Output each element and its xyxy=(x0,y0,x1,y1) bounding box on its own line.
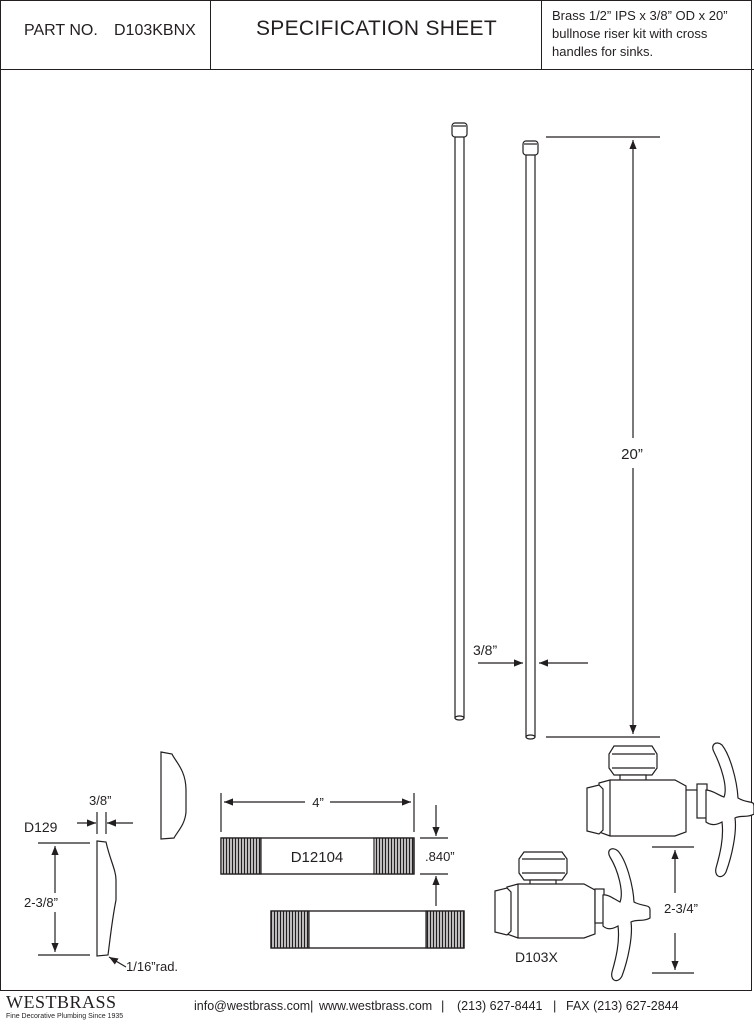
angle-valve-front xyxy=(494,848,651,982)
footer-separator: | xyxy=(553,998,557,1013)
part-number-cell: PART NO. D103KBNX xyxy=(0,0,211,69)
brand-tagline: Fine Decorative Plumbing Since 1935 xyxy=(6,1013,124,1020)
angle-valve-back xyxy=(586,742,754,878)
riser-diameter-label: 3/8” xyxy=(473,642,497,658)
sheet-frame xyxy=(0,0,752,991)
nipple-part-label: D12104 xyxy=(291,849,344,866)
flange-part-label: D129 xyxy=(24,819,58,835)
flange-dimensions xyxy=(38,812,133,968)
part-number-label: PART NO. xyxy=(24,22,98,39)
nipple-top xyxy=(220,837,415,875)
footer-separator: | xyxy=(310,998,314,1013)
website-link[interactable]: www.westbrass.com xyxy=(319,999,433,1013)
description-line-2: bullnose riser kit with cross xyxy=(552,26,708,41)
part-number-value: D103KBNX xyxy=(114,22,196,39)
footer-separator: | xyxy=(441,998,445,1013)
westbrass-logo: WESTBRASS xyxy=(6,992,117,1012)
nipple-dimensions xyxy=(220,793,448,906)
header-table: PART NO. D103KBNX SPECIFICATION SHEET Br… xyxy=(0,0,754,70)
fax-number: FAX (213) 627-2844 xyxy=(566,999,679,1013)
sheet-title: SPECIFICATION SHEET xyxy=(255,17,497,40)
flange-width-label: 3/8” xyxy=(89,793,111,808)
flange-profile xyxy=(96,751,187,957)
nipple-diameter-label: .840” xyxy=(425,849,455,864)
nipple-length-label: 4” xyxy=(312,795,324,810)
riser-tube-front xyxy=(522,140,539,740)
riser-tube-back xyxy=(451,122,468,721)
description-line-1: Brass 1/2” IPS x 3/8” OD x 20” xyxy=(552,8,728,23)
description-cell: Brass 1/2” IPS x 3/8” OD x 20” bullnose … xyxy=(542,0,754,69)
valve-part-label: D103X xyxy=(515,949,558,965)
title-cell: SPECIFICATION SHEET xyxy=(211,0,542,69)
riser-length-dimension xyxy=(546,136,660,738)
nipple-bottom xyxy=(270,910,465,949)
valve-height-dimension xyxy=(652,846,694,974)
riser-length-label: 20” xyxy=(621,446,643,463)
valve-height-label: 2-3/4” xyxy=(664,901,698,916)
flange-height-label: 2-3/8” xyxy=(24,895,58,910)
footer: WESTBRASS Fine Decorative Plumbing Since… xyxy=(0,991,754,1024)
technical-drawing: 20” 3/8” 3/8” D129 2-3/8” 1/16”rad. 4” D… xyxy=(24,122,754,982)
email-link[interactable]: info@westbrass.com xyxy=(194,999,311,1013)
description-line-3: handles for sinks. xyxy=(552,44,654,59)
phone-number: (213) 627-8441 xyxy=(457,999,543,1013)
flange-radius-label: 1/16”rad. xyxy=(126,959,178,974)
